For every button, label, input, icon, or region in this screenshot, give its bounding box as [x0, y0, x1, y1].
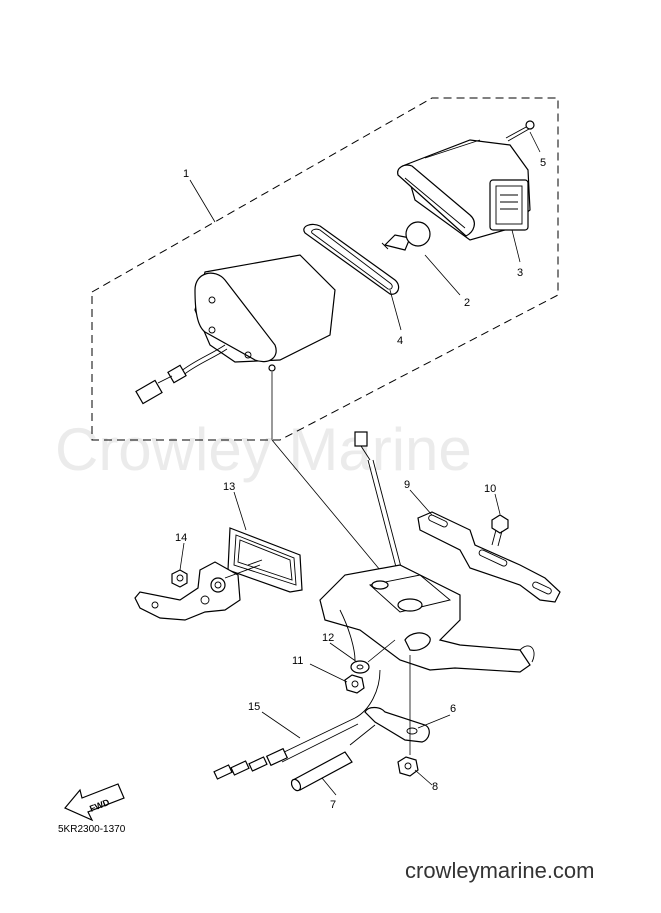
callout-1: 1	[183, 168, 189, 180]
bracket-main[interactable]	[319, 564, 535, 673]
callout-2: 2	[464, 297, 470, 309]
part-bolt-10[interactable]	[491, 514, 509, 547]
fwd-arrow-icon: FWD	[64, 783, 125, 822]
callout-6: 6	[450, 703, 456, 715]
callout-5: 5	[540, 157, 546, 169]
callout-10: 10	[484, 483, 496, 495]
diagram-code: 5KR2300-1370	[58, 824, 126, 835]
license-bracket[interactable]	[134, 561, 261, 621]
part-lens-3[interactable]	[397, 139, 531, 241]
callout-8: 8	[432, 781, 438, 793]
watermark: Crowley Marine	[55, 416, 472, 483]
part-harness-15[interactable]	[213, 669, 381, 780]
leader-lines	[179, 131, 541, 796]
site-url: crowleymarine.com	[405, 858, 595, 883]
part-screw-5[interactable]	[505, 120, 535, 142]
callout-14: 14	[175, 532, 187, 544]
callout-7: 7	[330, 799, 336, 811]
part-lamp-13[interactable]	[227, 527, 303, 593]
callout-13: 13	[223, 481, 235, 493]
part-tube-7[interactable]	[290, 751, 353, 792]
part-washer-12[interactable]	[350, 660, 370, 674]
part-nut-14[interactable]	[171, 569, 188, 588]
part-plate-9[interactable]	[417, 511, 561, 603]
callout-4: 4	[397, 335, 403, 347]
assembly-boundary	[91, 97, 559, 441]
part-housing-1[interactable]	[135, 254, 336, 405]
callout-9: 9	[404, 479, 410, 491]
part-nut-8[interactable]	[397, 756, 419, 777]
callout-15: 15	[248, 701, 260, 713]
part-nut-11[interactable]	[344, 674, 365, 694]
guide-line-3	[367, 639, 396, 663]
part-gasket-4[interactable]	[303, 223, 400, 295]
callout-3: 3	[517, 267, 523, 279]
callout-12: 12	[322, 632, 334, 644]
part-bulb-2[interactable]	[381, 221, 431, 251]
callout-11: 11	[292, 655, 303, 667]
